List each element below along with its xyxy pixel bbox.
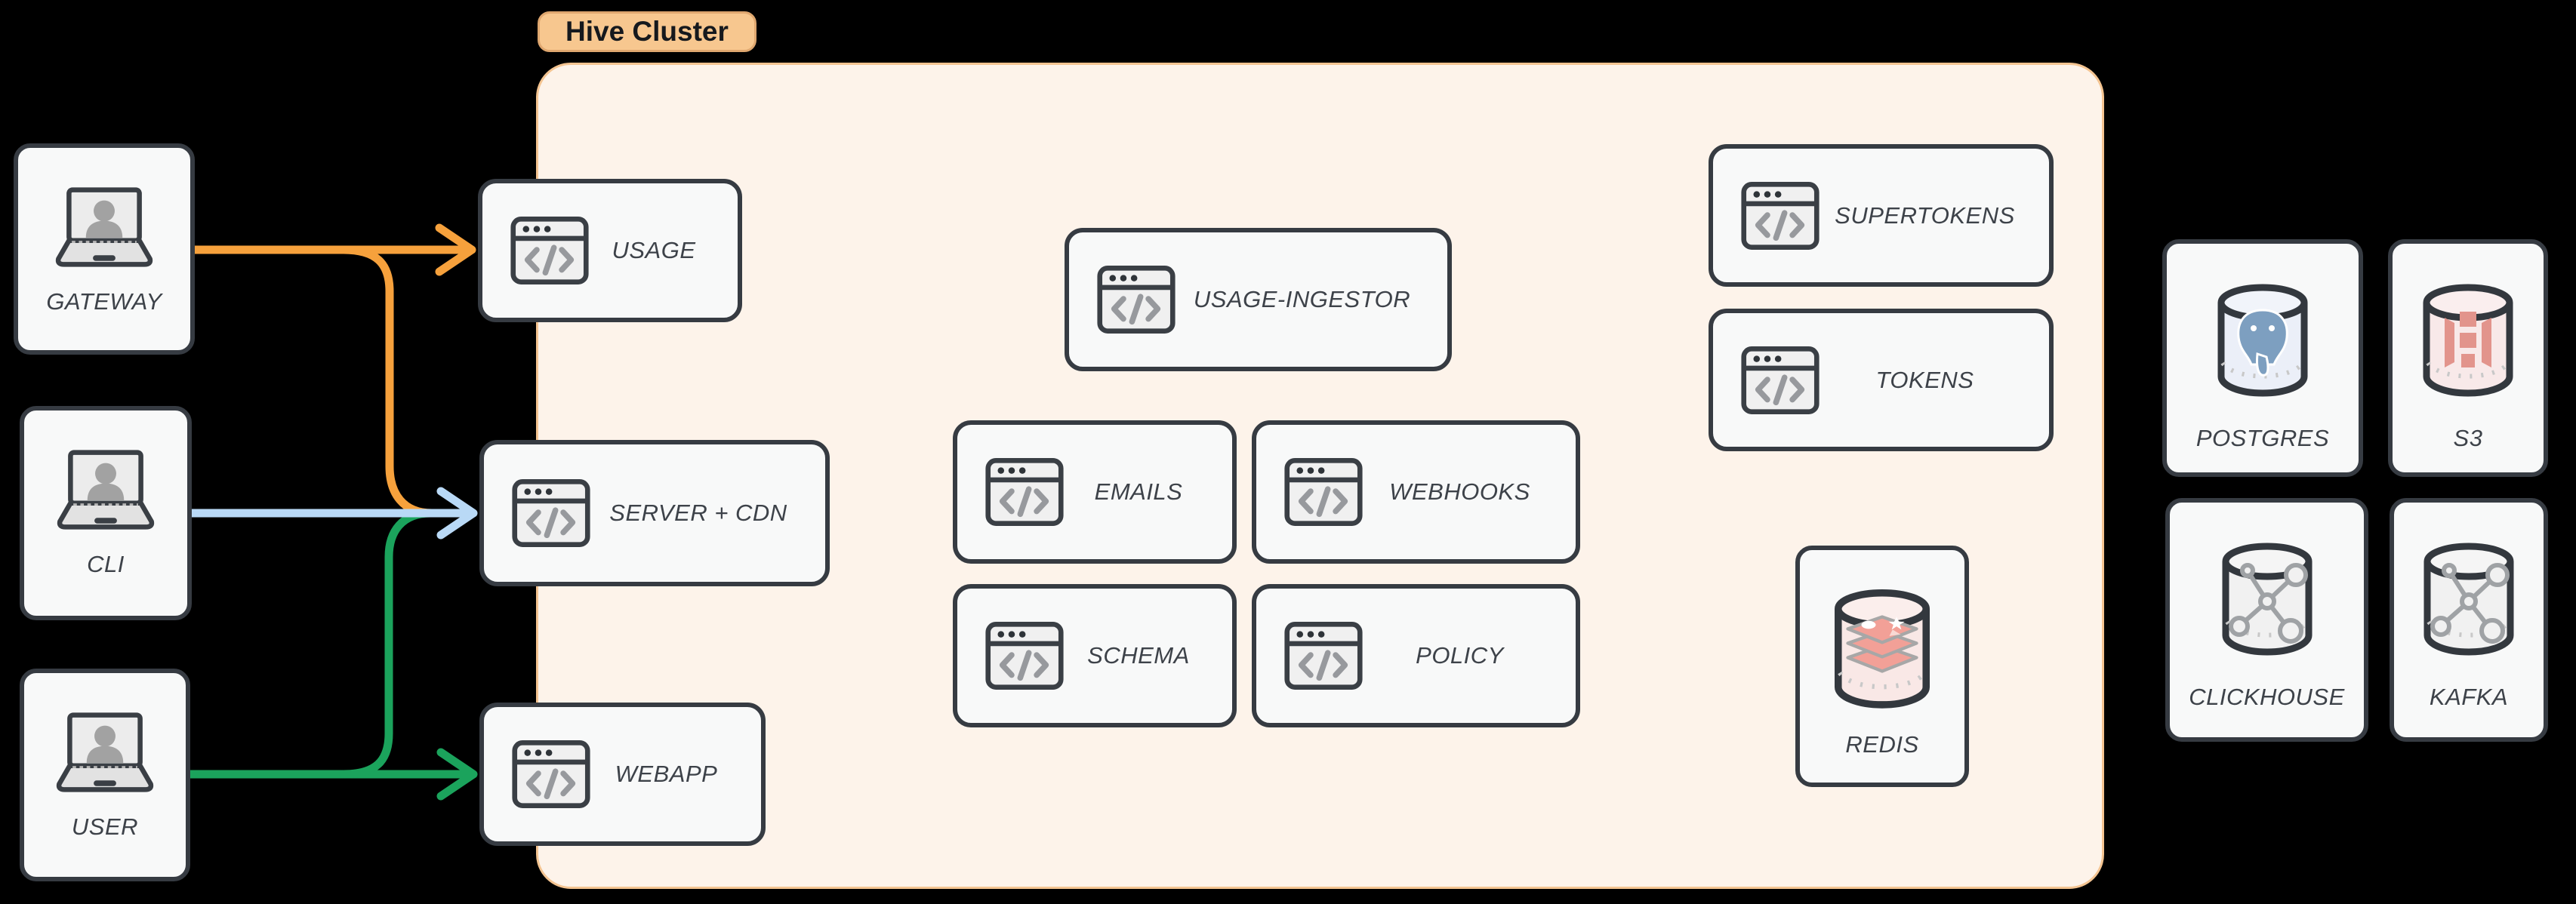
- datastore-label: KAFKA: [2429, 684, 2509, 710]
- service-label: REDIS: [1845, 731, 1919, 758]
- service-node-usage: USAGE: [478, 179, 742, 322]
- service-node-redis: REDIS: [1795, 546, 1969, 787]
- user-arrow: [186, 509, 478, 801]
- service-node-usage-ingestor: USAGE-INGESTOR: [1065, 228, 1452, 371]
- code-window-icon: [1096, 264, 1176, 335]
- code-window-icon: [511, 478, 591, 549]
- service-label: SUPERTOKENS: [1835, 201, 2015, 229]
- code-window-icon: [1283, 620, 1363, 691]
- s3-database-icon: [2411, 278, 2525, 407]
- laptop-user-icon: [47, 186, 162, 269]
- cluster-title-badge: Hive Cluster: [538, 11, 756, 52]
- redis-database-icon: [1822, 583, 1943, 719]
- code-window-icon: [1740, 345, 1820, 416]
- client-node-gateway: GATEWAY: [14, 143, 195, 355]
- network-database-icon: [2412, 537, 2525, 666]
- service-label: SERVER + CDN: [609, 500, 787, 526]
- service-label: EMAILS: [1094, 478, 1183, 505]
- postgres-database-icon: [2206, 278, 2319, 407]
- cli-arrow: [187, 487, 478, 540]
- network-database-icon: [2211, 537, 2324, 666]
- code-window-icon: [510, 215, 590, 286]
- client-node-cli: CLI: [20, 406, 192, 620]
- client-label: GATEWAY: [46, 288, 162, 315]
- code-window-icon: [511, 739, 591, 810]
- laptop-user-icon: [48, 711, 162, 794]
- service-label: SCHEMA: [1087, 642, 1190, 669]
- service-label: WEBAPP: [615, 761, 718, 787]
- service-node-tokens: TOKENS: [1709, 309, 2054, 451]
- code-window-icon: [984, 620, 1065, 691]
- datastore-node-postgres: POSTGRES: [2162, 239, 2363, 477]
- service-node-policy: POLICY: [1252, 584, 1580, 727]
- service-label: WEBHOOKS: [1389, 478, 1530, 505]
- client-node-user: USER: [20, 669, 190, 881]
- client-label: USER: [71, 813, 139, 840]
- service-node-server-cdn: SERVER + CDN: [479, 440, 830, 586]
- datastore-label: POSTGRES: [2195, 425, 2330, 451]
- datastore-node-s3: S3: [2388, 239, 2548, 477]
- datastore-node-kafka: KAFKA: [2390, 498, 2548, 742]
- service-label: USAGE: [612, 237, 696, 263]
- code-window-icon: [1740, 180, 1820, 251]
- service-node-emails: EMAILS: [953, 420, 1237, 564]
- service-label: USAGE-INGESTOR: [1193, 286, 1411, 312]
- service-label: POLICY: [1416, 642, 1504, 669]
- laptop-user-icon: [48, 448, 163, 531]
- service-node-supertokens: SUPERTOKENS: [1709, 144, 2054, 287]
- datastore-label: S3: [2453, 425, 2483, 451]
- service-node-webhooks: WEBHOOKS: [1252, 420, 1580, 564]
- gateway-arrow: [190, 223, 476, 518]
- service-label: TOKENS: [1875, 366, 1974, 393]
- datastore-label: CLICKHOUSE: [2189, 684, 2345, 710]
- code-window-icon: [1283, 457, 1363, 527]
- code-window-icon: [984, 457, 1065, 527]
- service-node-webapp: WEBAPP: [479, 703, 766, 846]
- datastore-node-clickhouse: CLICKHOUSE: [2165, 498, 2368, 742]
- client-label: CLI: [87, 551, 125, 577]
- service-node-schema: SCHEMA: [953, 584, 1237, 727]
